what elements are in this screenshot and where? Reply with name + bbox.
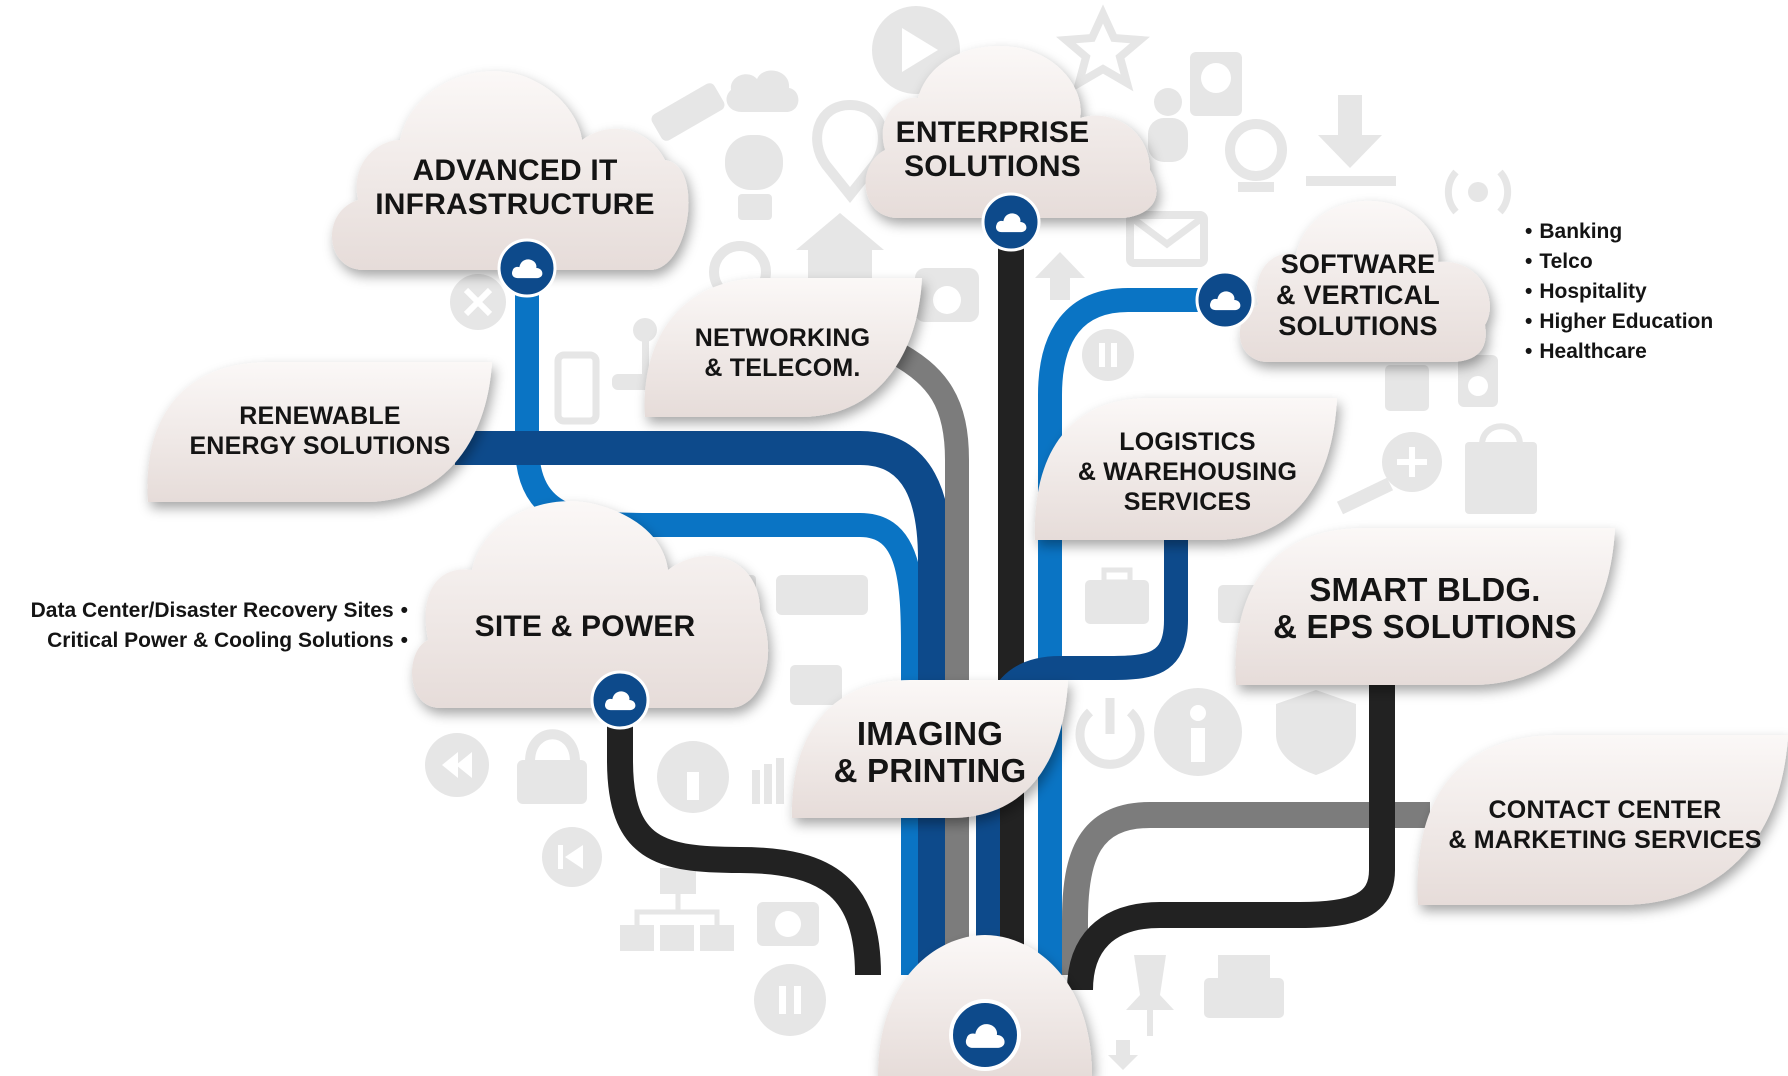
wireless-icon	[1444, 169, 1512, 215]
pause-icon	[1082, 329, 1134, 381]
node-software-cloud-icon	[1195, 270, 1255, 330]
keyboard-icon	[776, 575, 868, 615]
rewind-icon	[425, 733, 489, 797]
software-industries-list: Banking Telco Hospitality Higher Educati…	[1525, 217, 1713, 367]
cloud-enterprise	[865, 45, 1157, 218]
briefcase-icon	[1085, 567, 1149, 624]
usb-drive-icon	[651, 83, 725, 141]
webcam-icon	[1225, 119, 1287, 192]
node-icons	[497, 192, 1255, 730]
cloud-advanced-it	[331, 71, 689, 270]
phone-icon	[915, 268, 979, 322]
connector-software	[1038, 288, 1225, 975]
upload-icon	[1035, 252, 1085, 300]
map-pin-icon	[812, 99, 888, 204]
hard-drive-icon	[1190, 52, 1242, 116]
pause-circle-icon	[754, 964, 826, 1036]
connector-contact-center	[1062, 802, 1430, 975]
sitemap-icon	[620, 868, 734, 951]
list-item: Banking	[1525, 217, 1713, 247]
connector-advanced-it	[515, 265, 925, 975]
person-icon	[1148, 88, 1188, 162]
printer-icon	[1204, 955, 1284, 1018]
small-download-icon	[1108, 1040, 1138, 1070]
list-item: Higher Education	[1525, 307, 1713, 337]
list-item: Healthcare	[1525, 337, 1713, 367]
shopping-bag-icon	[1465, 423, 1537, 514]
list-item: Critical Power & Cooling Solutions	[0, 626, 408, 656]
info-icon	[657, 688, 1242, 813]
leaf-networking	[644, 278, 922, 417]
zoom-in-icon	[1336, 432, 1442, 515]
cloud-software	[1239, 200, 1490, 362]
home-icon	[796, 213, 884, 280]
mail-icon	[1126, 211, 1208, 267]
connector-networking	[884, 339, 969, 975]
star-icon	[1056, 4, 1150, 92]
root-hub	[878, 935, 1092, 1076]
smartphone-icon	[554, 351, 600, 425]
leaf-renewable	[147, 362, 492, 502]
connector-renewable	[455, 431, 952, 975]
leaf-imaging	[791, 680, 1068, 818]
lock-icon	[517, 729, 587, 804]
close-icon	[450, 274, 506, 330]
list-item: Telco	[1525, 247, 1713, 277]
connector-smart-bldg	[1067, 680, 1395, 991]
camera-icon	[757, 902, 819, 946]
leaf-smart-bldg	[1235, 528, 1615, 685]
download-icon	[1306, 95, 1396, 186]
list-item: Data Center/Disaster Recovery Sites	[0, 596, 408, 626]
node-advanced-it-cloud-icon	[497, 238, 557, 298]
node-enterprise-cloud-icon	[981, 192, 1041, 252]
lightbulb-icon	[725, 135, 783, 220]
leaf-logistics	[1034, 398, 1337, 540]
list-item: Hospitality	[1525, 277, 1713, 307]
shield-icon	[1276, 690, 1356, 775]
skip-back-icon	[542, 827, 602, 887]
chart-bars-icon	[752, 758, 784, 804]
connector-site-power	[607, 700, 881, 976]
speaker-icon	[1385, 355, 1498, 411]
background-icons	[425, 4, 1537, 1070]
site-power-services-list: Data Center/Disaster Recovery Sites Crit…	[0, 596, 408, 656]
leaf-contact-center	[1417, 735, 1788, 905]
node-site-power-cloud-icon	[590, 670, 650, 730]
power-icon	[1075, 698, 1145, 769]
push-pin-icon	[1126, 955, 1174, 1036]
cloud-download-icon	[726, 70, 799, 112]
cloud-site-power	[412, 501, 769, 708]
